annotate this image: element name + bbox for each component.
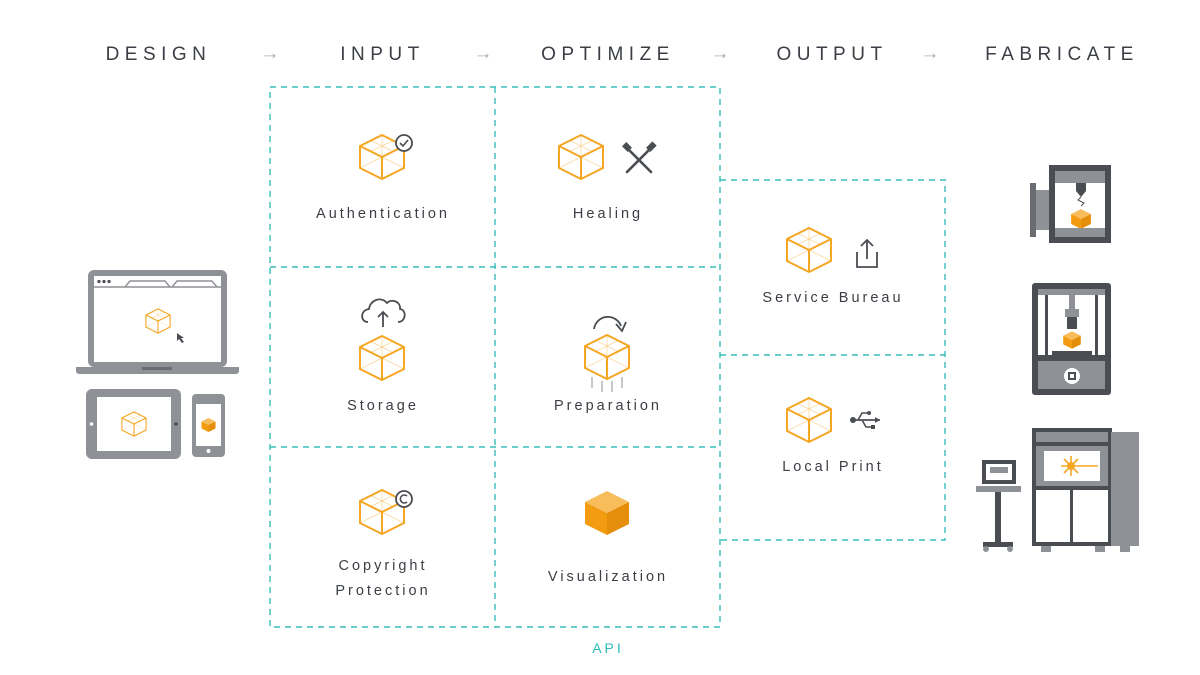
- tablet-icon: [86, 389, 181, 459]
- label-local-print: Local Print: [782, 459, 884, 475]
- api-label: API: [592, 640, 624, 656]
- cube-copyright-icon: [359, 489, 413, 535]
- 3d-printer-icon: [1030, 165, 1111, 243]
- solid-cube-icon: [585, 491, 629, 535]
- cube-check-icon: [359, 134, 413, 180]
- label-copyright: Copyright: [338, 558, 428, 574]
- label-visualization: Visualization: [547, 569, 669, 585]
- arrow-3: →: [710, 43, 730, 64]
- cube-rotate-icon: [584, 316, 630, 392]
- stage-optimize: OPTIMIZE: [541, 44, 675, 65]
- laser-cutter-icon: [1032, 428, 1139, 552]
- stage-input: INPUT: [340, 44, 425, 65]
- output-grid: [720, 179, 946, 541]
- stage-fabricate: FABRICATE: [985, 44, 1139, 65]
- stage-output: OUTPUT: [776, 44, 888, 65]
- cube-usb-icon: [786, 397, 880, 443]
- label-storage: Storage: [347, 398, 419, 414]
- cube-tools-icon: [558, 134, 657, 180]
- label-protection: Protection: [335, 583, 431, 599]
- sla-printer-icon: [1032, 283, 1111, 395]
- label-service-bureau: Service Bureau: [762, 290, 904, 306]
- api-grid: [269, 86, 721, 628]
- smartphone-icon: [192, 394, 225, 457]
- control-station-icon: [976, 460, 1021, 552]
- label-authentication: Authentication: [316, 206, 450, 222]
- laptop-icon: [76, 270, 239, 374]
- cloud-upload-cube-icon: [359, 298, 406, 381]
- label-preparation: Preparation: [554, 398, 662, 414]
- arrow-2: →: [473, 43, 493, 64]
- cube-share-icon: [786, 227, 878, 273]
- arrow-4: →: [920, 43, 940, 64]
- stage-design: DESIGN: [105, 44, 212, 65]
- arrow-1: →: [260, 43, 280, 64]
- label-healing: Healing: [572, 206, 644, 222]
